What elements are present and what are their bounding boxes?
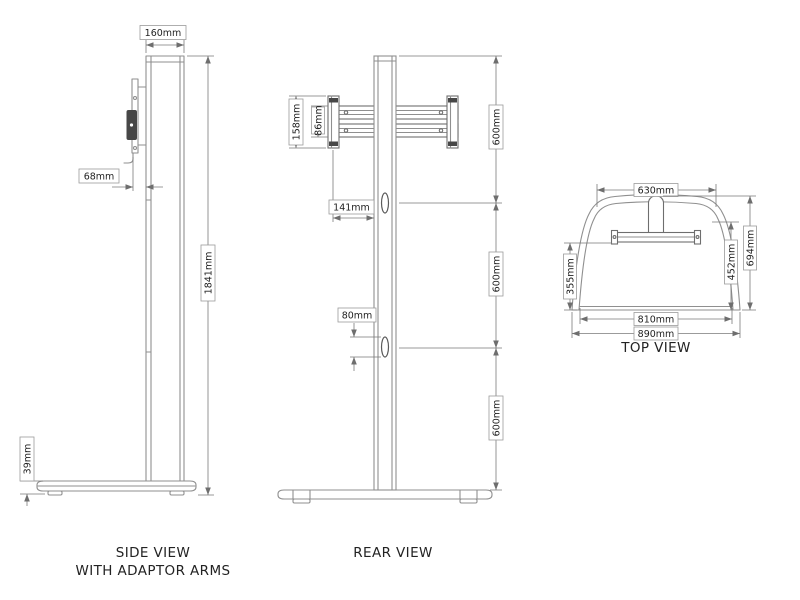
dim-label-box	[633, 326, 679, 341]
dim-total-width: 890mm	[571, 312, 741, 341]
vesa-bracket-left	[327, 95, 340, 149]
rear-base-bar	[277, 489, 493, 500]
dim-label-box	[488, 395, 504, 441]
dim-label-slot-offset: 141mm	[333, 203, 370, 214]
top-crossbar-screw-right	[695, 235, 700, 239]
dim-label-total-width: 890mm	[638, 329, 675, 340]
dim-label-slot-length: 80mm	[342, 311, 373, 322]
dim-label-top-width: 630mm	[638, 186, 675, 197]
top-crossbar-cap-right	[693, 229, 702, 245]
dim-ext-lines	[145, 40, 185, 53]
dim-column-segments: 600mm 600mm 600mm	[399, 55, 504, 491]
dim-ext-lines	[20, 480, 45, 495]
dim-label-total-height: 1841mm	[204, 252, 215, 295]
dim-label-segment-1: 600mm	[492, 109, 503, 146]
side-base	[36, 480, 197, 492]
rear-base	[277, 489, 493, 504]
top-view: 630mm 355mm 452mm 694mm 810m	[563, 183, 757, 356]
dim-ext-lines	[663, 195, 756, 311]
rear-base-foot-left	[292, 498, 311, 504]
dim-label-box	[311, 106, 325, 135]
dim-label-column-width: 160mm	[145, 28, 182, 39]
dim-slot-offset: 141mm	[328, 150, 375, 222]
dim-label-bracket-height: 158mm	[292, 104, 303, 141]
dim-label-box	[200, 244, 216, 302]
rear-column-body	[373, 55, 397, 491]
dim-rail-gap: 86mm	[311, 105, 328, 138]
rear-view-label: REAR VIEW	[353, 545, 433, 561]
dim-label-base-height: 39mm	[23, 444, 34, 475]
side-view-label-line1: SIDE VIEW	[116, 545, 190, 561]
dim-label-box	[337, 307, 377, 323]
dim-bracket-height: 158mm	[288, 95, 326, 149]
dim-label-box	[288, 98, 304, 146]
dim-inner-width: 810mm	[579, 308, 733, 326]
dim-base-height: 39mm	[19, 436, 45, 506]
dim-label-arm-offset: 68mm	[84, 172, 115, 183]
adaptor-arm-pins	[137, 86, 147, 146]
dim-label-box	[563, 253, 577, 300]
top-crossbar-screw-left	[612, 235, 617, 239]
dim-label-box	[78, 168, 120, 184]
dim-label-box	[724, 239, 738, 285]
dim-label-segment-3: 600mm	[492, 400, 503, 437]
adaptor-arm-screw-top	[132, 95, 138, 101]
dim-label-box	[743, 225, 757, 271]
side-column	[145, 55, 185, 482]
cable-slot-lower	[380, 336, 390, 358]
top-view-label: TOP VIEW	[620, 340, 691, 356]
dim-slot-length: 80mm	[337, 307, 381, 371]
dim-label-box	[139, 25, 187, 40]
vesa-bracket-right	[446, 95, 459, 149]
side-view-label-line2: WITH ADAPTOR ARMS	[76, 563, 231, 579]
dim-label-inner-depth: 452mm	[727, 244, 738, 281]
side-base-foot-rear	[169, 490, 185, 496]
dim-total-depth: 694mm	[663, 195, 757, 311]
dim-ext-lines	[399, 55, 502, 491]
adaptor-arm-knob	[129, 123, 134, 127]
dim-label-box	[488, 104, 504, 150]
side-adaptor-arm	[123, 78, 147, 164]
dim-arm-offset: 68mm	[78, 157, 163, 191]
rear-view: 158mm 86mm 141mm 80mm	[277, 55, 504, 561]
dim-label-inner-width: 810mm	[638, 315, 675, 326]
side-base-foot-front	[47, 490, 63, 496]
dim-label-total-depth: 694mm	[746, 230, 757, 267]
rail-screws	[343, 110, 444, 133]
dim-front-depth: 355mm	[563, 242, 612, 311]
dim-label-box	[488, 251, 504, 297]
dim-inner-depth: 452mm	[712, 221, 739, 310]
top-crossbar-cap-left	[610, 229, 619, 245]
dim-label-box	[19, 436, 35, 482]
adaptor-arm-hook	[123, 152, 134, 164]
dim-label-segment-2: 600mm	[492, 256, 503, 293]
adaptor-arm-screw-bottom	[132, 145, 138, 151]
rear-base-foot-right	[459, 498, 478, 504]
side-view: 160mm 68mm 1841mm 39mm SIDE VIEW WITH AD…	[19, 25, 231, 579]
cable-slot-upper	[380, 192, 390, 214]
dim-top-width: 630mm	[596, 183, 717, 207]
dim-label-box	[633, 312, 679, 326]
rear-column-edges	[373, 55, 397, 491]
dim-label-box	[633, 183, 679, 197]
dim-label-box	[328, 199, 375, 215]
dim-total-height: 1841mm	[187, 55, 216, 496]
dim-side-column-width: 160mm	[139, 25, 187, 53]
rear-column	[373, 55, 397, 491]
dim-label-front-depth: 355mm	[566, 258, 577, 295]
dim-label-rail-gap: 86mm	[314, 105, 325, 136]
